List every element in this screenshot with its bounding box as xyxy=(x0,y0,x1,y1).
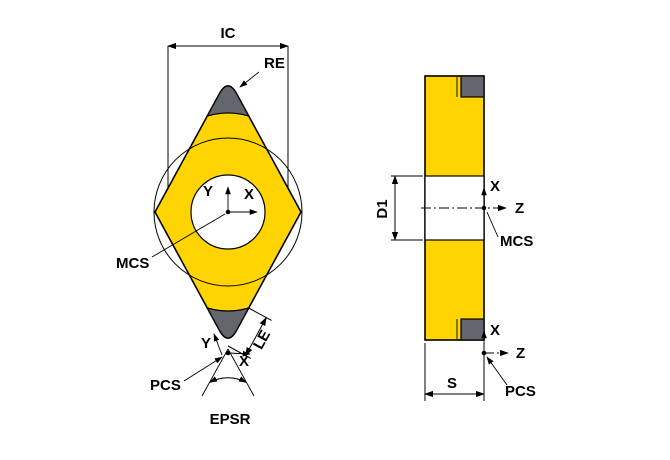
side-mcs-axes: X Z MCS xyxy=(421,178,533,250)
epsr-edge-line-left xyxy=(201,348,229,397)
insert-tip-top xyxy=(206,85,250,117)
front-pcs-x-label: X xyxy=(239,353,249,370)
s-dimension: S xyxy=(424,343,485,401)
s-dimension-label: S xyxy=(447,375,457,392)
epsr-label: EPSR xyxy=(210,411,251,428)
front-pcs-label: PCS xyxy=(150,377,181,394)
side-mcs-origin-dot xyxy=(481,205,487,211)
side-pcs-origin-dot xyxy=(481,350,487,356)
d1-dimension-label: D1 xyxy=(374,199,391,218)
front-mcs-y-label: Y xyxy=(203,183,213,200)
ic-dimension: IC xyxy=(167,25,289,188)
insert-tip-bottom xyxy=(206,307,250,339)
front-pcs-y-arrow xyxy=(213,333,223,356)
epsr-angle: EPSR xyxy=(201,348,255,428)
front-view: IC RE Y X MCS LE Y xyxy=(116,25,303,428)
le-dimension-label: LE xyxy=(250,327,274,352)
ic-dimension-label: IC xyxy=(221,25,236,42)
front-mcs-leader xyxy=(151,213,226,258)
inscribed-circle xyxy=(153,137,303,287)
side-mcs-label: MCS xyxy=(500,233,533,250)
side-mcs-leader xyxy=(486,211,499,238)
side-pcs-x-label: X xyxy=(490,322,500,339)
le-dimension-line xyxy=(245,316,267,357)
front-mcs-label: MCS xyxy=(116,255,149,272)
side-pcs-z-label: Z xyxy=(516,345,525,362)
front-mcs-x-label: X xyxy=(244,186,254,203)
side-tip-top xyxy=(460,75,485,98)
front-pcs-leader xyxy=(183,356,223,382)
re-label: RE xyxy=(264,55,285,72)
front-pcs-y-label: Y xyxy=(201,335,211,352)
epsr-edge-line-right xyxy=(227,348,255,397)
side-tip-bottom xyxy=(460,318,485,341)
re-leader-line xyxy=(239,71,260,88)
d1-dimension: D1 xyxy=(374,175,423,241)
side-pcs-label: PCS xyxy=(505,383,536,400)
side-pcs-axes: X Z PCS xyxy=(481,322,536,400)
front-pcs-x-arrow xyxy=(227,350,251,357)
front-mcs-axes: Y X MCS xyxy=(116,183,258,272)
re-callout: RE xyxy=(239,55,285,88)
epsr-angle-arc xyxy=(209,376,247,383)
side-pcs-leader xyxy=(486,356,508,386)
front-pcs-axes: Y X PCS xyxy=(150,333,251,394)
side-mcs-z-label: Z xyxy=(515,200,524,217)
le-witness-upper xyxy=(248,307,272,321)
side-mcs-x-label: X xyxy=(490,178,500,195)
side-view: D1 X Z MCS S X Z PCS xyxy=(374,75,536,401)
